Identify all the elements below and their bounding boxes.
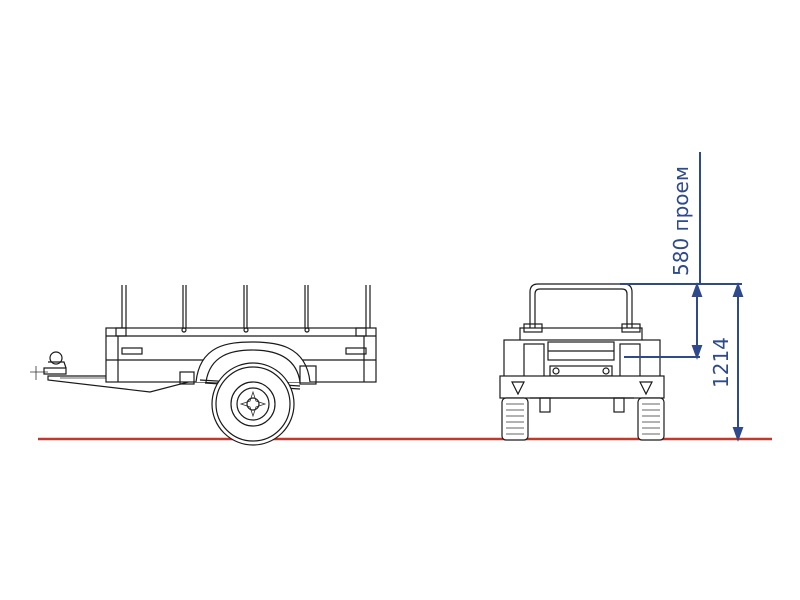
trailer-side-view: [30, 285, 377, 446]
wheel-rear-left: [501, 397, 529, 441]
height-dimension-label: 1214: [709, 337, 733, 388]
tent-arch: [529, 283, 633, 330]
dimensions: 580 проем 1214: [620, 152, 744, 442]
trailer-rear-view: [499, 283, 665, 441]
opening-dimension-label: 580 проем: [669, 166, 693, 276]
tow-coupling: [30, 351, 67, 380]
wheel-rear-right: [637, 397, 665, 441]
fender: [195, 341, 311, 383]
wheel-side: [211, 362, 295, 446]
tent-stakes: [121, 285, 371, 333]
